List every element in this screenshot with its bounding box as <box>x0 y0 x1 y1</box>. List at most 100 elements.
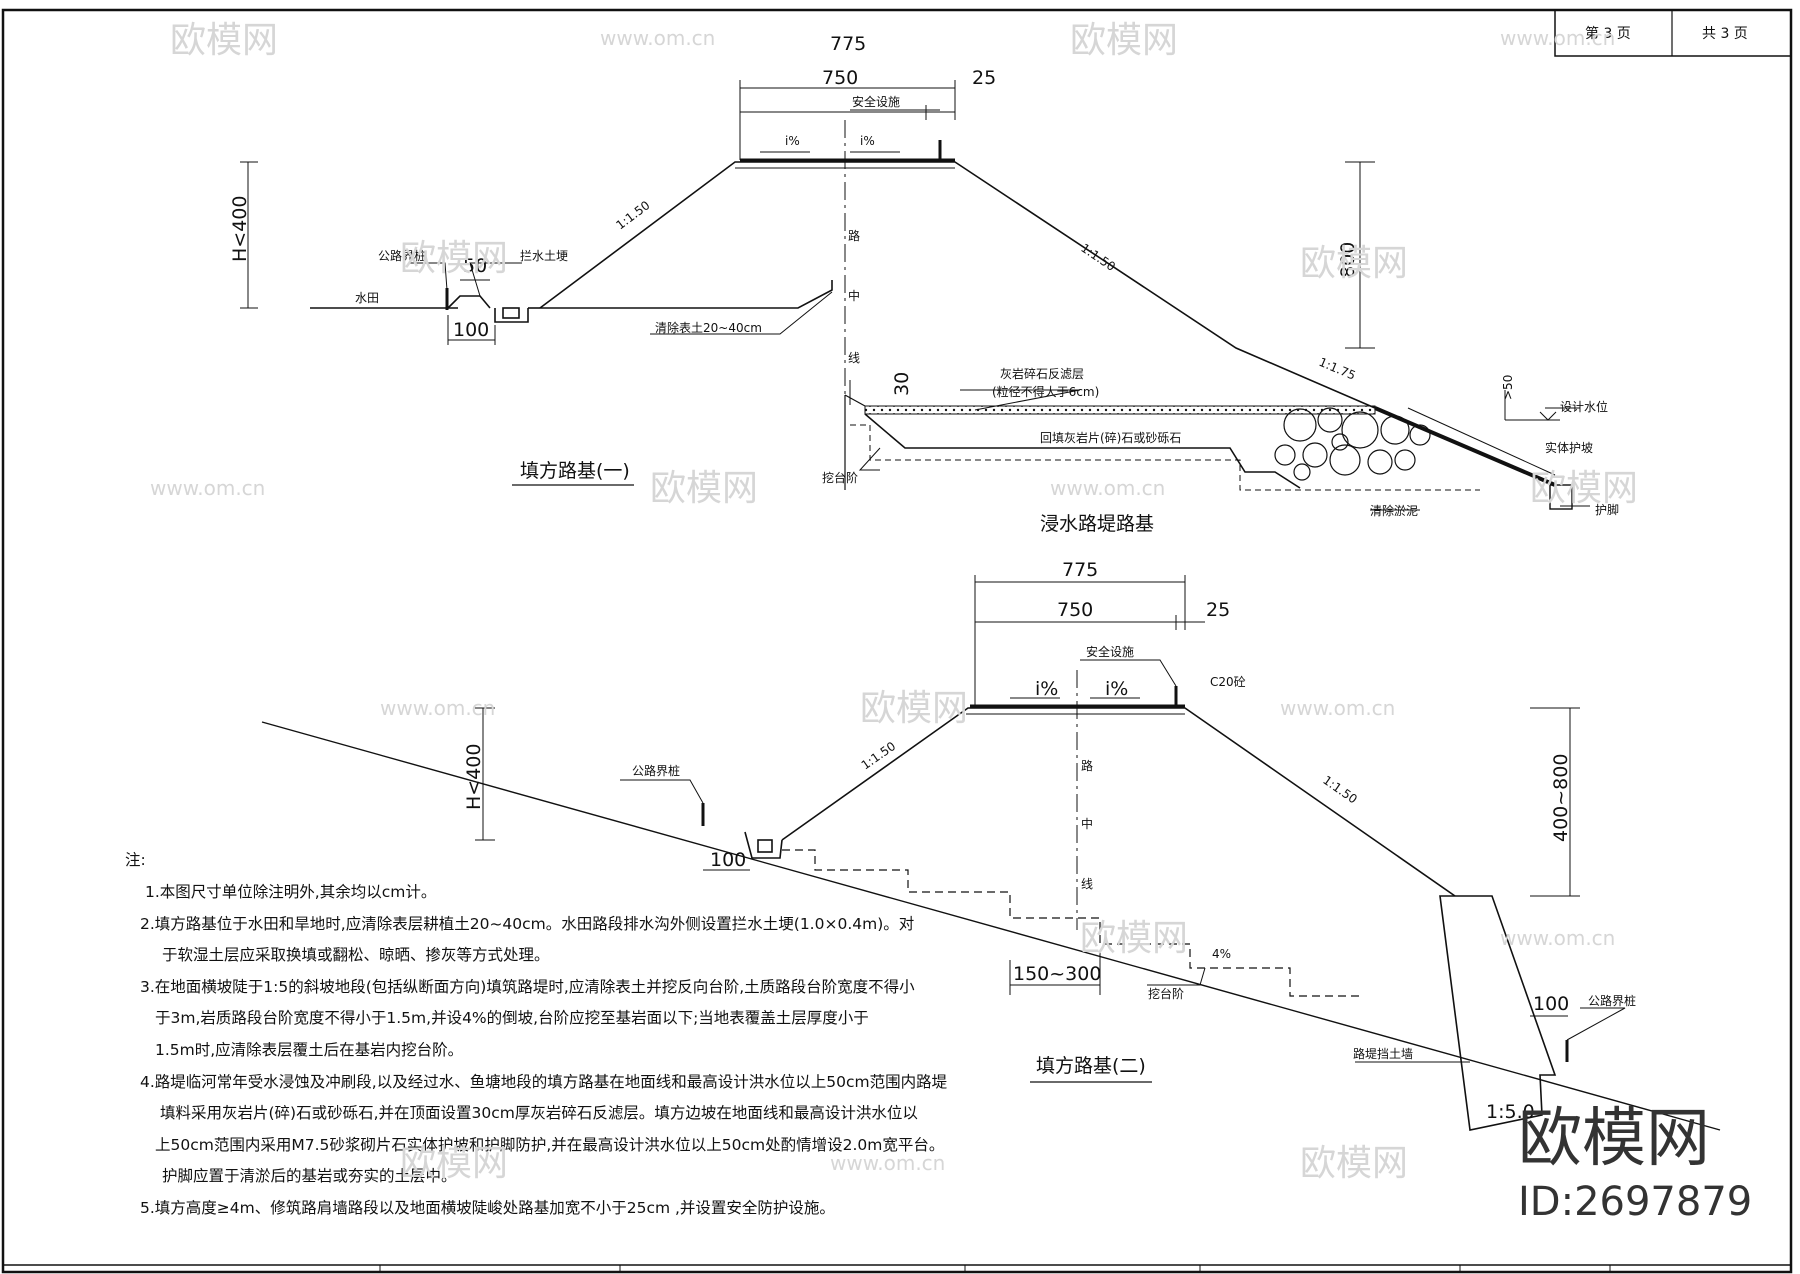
d1-dim-safety: 25 <box>972 67 996 89</box>
d1-caption: 填方路基(一) <box>520 460 630 482</box>
note-line-9: 上50cm范围内采用M7.5砂浆砌片石实体护坡和护脚防护,并在最高设计洪水位以上… <box>155 1136 944 1154</box>
notes-block: 注: 1.本图尺寸单位除注明外,其余均以cm计。 2.填方路基位于水田和旱地时,… <box>125 851 948 1217</box>
wm-brand-2: 欧模网 <box>1070 20 1178 61</box>
d2-c20: C20砼 <box>1210 675 1246 689</box>
wm-brand-7: 欧模网 <box>860 688 968 729</box>
d2-dim-safety: 25 <box>1206 599 1230 621</box>
wm-id: ID:2697879 <box>1518 1179 1752 1225</box>
filter-layer <box>864 405 1376 415</box>
water-ridge <box>447 295 491 309</box>
diagram1-labels: 775 750 25 安全设施 i% i% 1:1.50 1:1.50 H<40… <box>229 33 1118 486</box>
flood-over50: >50 <box>1501 375 1515 400</box>
wm-brand-9: 欧模网 <box>400 1143 508 1184</box>
diagram-fill-subgrade-2 <box>261 575 1721 1131</box>
d1-safety: 安全设施 <box>852 94 900 109</box>
wm-url-5: www.om.cn <box>380 696 495 720</box>
flood-backfill: 回填灰岩片(碎)石或砂砾石 <box>1040 430 1181 445</box>
retaining-wall <box>1439 895 1557 1131</box>
wm-url-2: www.om.cn <box>1500 26 1615 50</box>
wm-brand-6: 欧模网 <box>1530 468 1638 509</box>
wm-brand-8: 欧模网 <box>1080 918 1188 959</box>
wm-url-3: www.om.cn <box>150 476 265 500</box>
d2-centerline-label: 路 中 线 <box>1081 758 1093 891</box>
d1-paddy: 水田 <box>355 291 379 305</box>
flood-solid-protect: 实体护坡 <box>1545 440 1593 455</box>
d1-clear-topsoil: 清除表土20~40cm <box>655 320 762 335</box>
wm-brand-1: 欧模网 <box>170 20 278 61</box>
ditch-2 <box>744 831 783 859</box>
note-line-4: 3.在地面横坡陡于1:5的斜坡地段(包括纵断面方向)填筑路堤时,应清除表土并挖反… <box>140 977 915 996</box>
embankment-1 <box>539 161 1376 409</box>
d1-cross-left: i% <box>785 134 800 148</box>
flood-layer30: 30 <box>891 372 913 396</box>
diagram-fill-subgrade-1 <box>240 80 1376 410</box>
wm-brand-4: 欧模网 <box>1300 243 1408 284</box>
d2-slope4: 4% <box>1212 947 1231 961</box>
svg-text:路: 路 <box>848 228 860 243</box>
flood-toe: 护脚 <box>1595 502 1619 517</box>
d1-dim-total: 775 <box>830 33 866 55</box>
flood-clear-silt: 清除淤泥 <box>1370 503 1418 518</box>
page-total: 共 3 页 <box>1702 26 1748 42</box>
d1-water-ridge: 拦水土埂 <box>520 249 568 263</box>
title-block: 第 3 页 共 3 页 <box>1554 9 1792 57</box>
note-line-3: 于软湿土层应采取换填或翻松、晾晒、掺灰等方式处理。 <box>162 945 550 964</box>
riprap-stones <box>1274 407 1431 481</box>
note-line-7: 4.路堤临河常年受水浸蚀及冲刷段,以及经过水、鱼塘地段的填方路基在地面线和最高设… <box>140 1073 948 1091</box>
flood-caption: 浸水路堤路基 <box>1040 513 1154 535</box>
d2-dig-step: 挖台阶 <box>1148 986 1184 1001</box>
d1-centerline-label: 路 中 线 <box>848 228 860 365</box>
watermarks: 欧模网 www.om.cn 欧模网 www.om.cn 欧模网 欧模网 www.… <box>150 20 1752 1225</box>
ditch-1 <box>494 308 529 323</box>
diagram-flood-embankment <box>844 161 1590 511</box>
d2-boundary-pile-r: 公路界桩 <box>1588 993 1636 1008</box>
d2-wall-slope: 1:5.0 <box>1486 1101 1535 1123</box>
svg-text:中: 中 <box>1081 816 1093 831</box>
d2-ditch-width: 100 <box>710 849 746 871</box>
svg-text:线: 线 <box>1081 877 1093 891</box>
note-line-5: 于3m,岩质路段台阶宽度不得小于1.5m,并设4%的倒坡,台阶应挖至基岩面以下;… <box>155 1008 869 1027</box>
bottom-strip <box>379 1265 1611 1272</box>
notes-heading: 注: <box>125 851 146 869</box>
flood-dim-800: 800 <box>1337 242 1359 278</box>
note-line-1: 1.本图尺寸单位除注明外,其余均以cm计。 <box>145 882 436 901</box>
sheet-frame <box>1 8 1793 1274</box>
svg-text:中: 中 <box>848 288 860 303</box>
d2-safety: 安全设施 <box>1086 644 1134 659</box>
wm-brand-10: 欧模网 <box>1300 1143 1408 1184</box>
d1-h: H<400 <box>229 196 251 262</box>
wm-url-1: www.om.cn <box>600 26 715 50</box>
flood-design-water: 设计水位 <box>1560 399 1608 414</box>
sloped-ground <box>261 721 1721 1131</box>
note-line-2: 2.填方路基位于水田和旱地时,应清除表层耕植土20~40cm。水田路段排水沟外侧… <box>140 914 914 933</box>
d1-ditch-width: 100 <box>453 319 489 341</box>
flood-filter-layer: 灰岩碎石反滤层 <box>1000 366 1084 381</box>
d2-h: H<400 <box>463 744 485 810</box>
d2-cross-right: i% <box>1105 678 1128 700</box>
wm-url-8: www.om.cn <box>830 1151 945 1175</box>
d1-dim-road: 750 <box>822 67 858 89</box>
wm-brand-5: 欧模网 <box>650 468 758 509</box>
d1-ridge-width: 50 <box>463 255 487 277</box>
page-current: 第 3 页 <box>1585 25 1631 42</box>
d2-step: 150~300 <box>1013 963 1101 985</box>
svg-text:线: 线 <box>848 351 860 365</box>
wm-brand-3: 欧模网 <box>400 238 508 279</box>
benches <box>782 849 1360 997</box>
note-line-11: 5.填方高度≥4m、修筑路肩墙路段以及地面横坡陡峻处路基加宽不小于25cm ,并… <box>140 1199 835 1217</box>
flood-slope-175: 1:1.75 <box>1317 355 1358 383</box>
wm-url-4: www.om.cn <box>1050 476 1165 500</box>
d1-cross-right: i% <box>860 134 875 148</box>
d2-boundary-pile-l: 公路界桩 <box>632 763 680 778</box>
d2-h2: 400~800 <box>1550 754 1572 842</box>
d1-boundary-pile: 公路界桩 <box>378 248 426 263</box>
d2-ditch-width-r: 100 <box>1533 993 1569 1015</box>
d2-caption: 填方路基(二) <box>1036 1055 1146 1077</box>
wm-url-7: www.om.cn <box>1500 926 1615 950</box>
diagram2-labels: 775 750 25 安全设施 C20砼 i% i% 1:1.50 1:1.50… <box>463 559 1636 1123</box>
note-line-8: 填料采用灰岩片(碎)石或砂砾石,并在顶面设置30cm厚灰岩碎石反滤层。填方边坡在… <box>160 1104 918 1122</box>
d2-retaining-wall: 路堤挡土墙 <box>1353 1046 1413 1061</box>
flood-filter-size: (粒径不得大于6cm) <box>992 384 1099 399</box>
toe-footing <box>1549 484 1573 510</box>
